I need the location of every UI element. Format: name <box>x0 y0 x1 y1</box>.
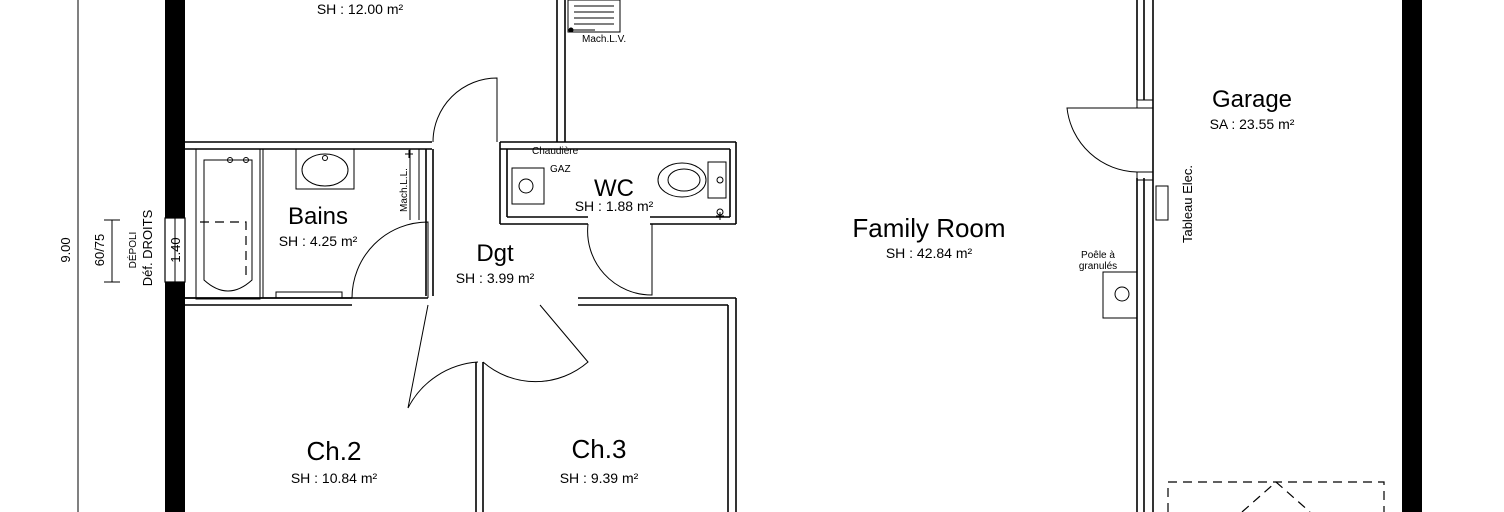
room-garage-area: SA : 23.55 m² <box>1210 116 1295 132</box>
door-ch3 <box>482 304 589 383</box>
bathtub <box>195 148 261 300</box>
window-height-label: 1.40 <box>168 237 183 262</box>
window-dimension: 60/75 DÉPOLI Déf. DROITS <box>92 209 155 286</box>
room-top-area: SH : 12.00 m² <box>317 1 404 17</box>
room-bains-area: SH : 4.25 m² <box>279 233 358 249</box>
room-ch2-name: Ch.2 <box>307 436 362 466</box>
overall-height-label: 9.00 <box>58 237 73 262</box>
poele-label-1: Poêle à <box>1081 250 1115 261</box>
def-droits-label: Déf. DROITS <box>140 209 155 286</box>
room-garage-name: Garage <box>1212 86 1292 113</box>
door-wc <box>587 223 653 296</box>
mach-ll-label: Mach.L.L. <box>399 168 410 212</box>
room-wc-area: SH : 1.88 m² <box>575 198 654 214</box>
radiator-bains <box>275 291 343 299</box>
electrical-panel: Tableau Elec. <box>1155 165 1195 243</box>
room-wc-name: WC <box>594 175 634 202</box>
room-ch3-area: SH : 9.39 m² <box>560 470 639 486</box>
chaudiere-label: Chaudière <box>532 146 579 157</box>
gaz-label: GAZ <box>550 164 571 175</box>
window-size-label: 60/75 <box>92 234 107 267</box>
exterior-walls <box>165 0 1422 512</box>
tableau-label: Tableau Elec. <box>1180 165 1195 243</box>
room-family-area: SH : 42.84 m² <box>886 245 973 261</box>
laundry-sink: Mach.L.V. <box>567 0 626 45</box>
machine-ll: Mach.L.L. <box>399 149 420 220</box>
garage-car-outline <box>1167 481 1385 512</box>
room-dgt-area: SH : 3.99 m² <box>456 270 535 286</box>
door-bains <box>351 221 429 299</box>
depoli-label: DÉPOLI <box>126 232 139 269</box>
room-ch3-name: Ch.3 <box>572 434 627 464</box>
boiler: Chaudière GAZ <box>511 146 579 205</box>
room-family-name: Family Room <box>852 213 1005 243</box>
door-garage <box>1066 107 1138 173</box>
room-dgt-name: Dgt <box>476 240 514 267</box>
door-dgt-top <box>432 77 498 143</box>
fixtures: Mach.L.L. Mach.L.V. Chaudière GAZ <box>195 0 1385 512</box>
door-ch2 <box>407 304 479 409</box>
pellet-stove: Poêle à granulés <box>1079 250 1138 319</box>
window-bathroom: 1.40 <box>164 217 186 283</box>
room-bains-name: Bains <box>288 203 348 230</box>
poele-label-2: granulés <box>1079 261 1117 272</box>
room-labels: SH : 12.00 m² Bains SH : 4.25 m² WC SH :… <box>279 1 1295 486</box>
door-swings <box>351 77 1138 409</box>
mach-lv-label: Mach.L.V. <box>582 34 626 45</box>
overall-dimension-line: 9.00 <box>58 0 79 512</box>
toilet <box>657 161 727 220</box>
washbasin <box>295 148 355 190</box>
room-ch2-area: SH : 10.84 m² <box>291 470 378 486</box>
